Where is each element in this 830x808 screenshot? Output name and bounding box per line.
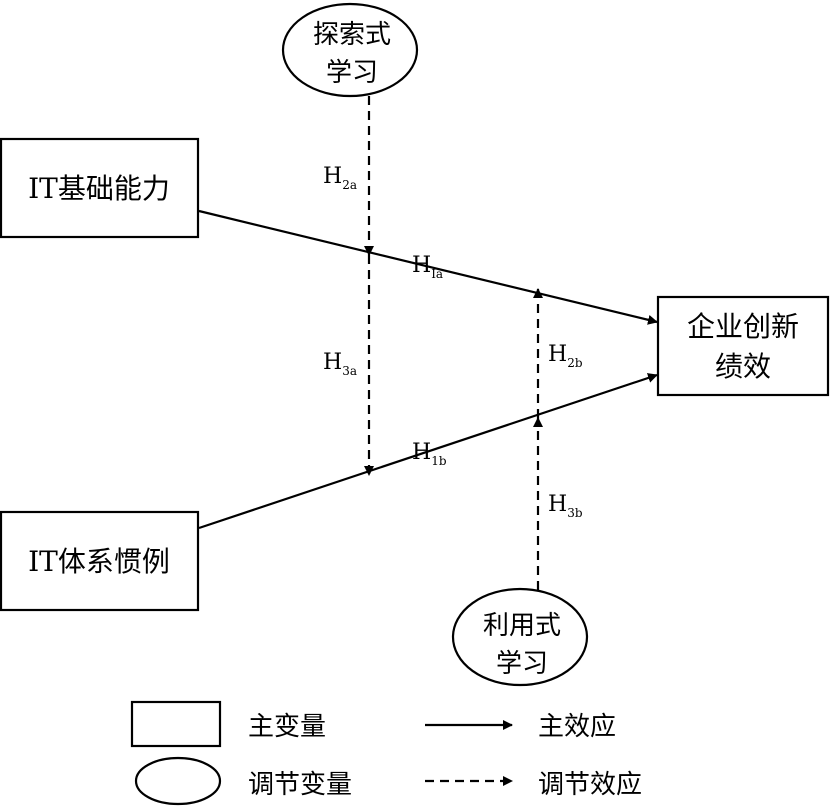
exploitative-learning-label-line1: 利用式: [483, 611, 561, 641]
legend-main-effect-label: 主效应: [538, 712, 616, 742]
legend-moderator-variable-label: 调节变量: [248, 770, 352, 800]
h2a-label: H2a: [323, 164, 357, 192]
exploitative-learning-ellipse: [451, 587, 589, 687]
exploitative-learning-label-line2: 学习: [496, 649, 548, 679]
it-routines-label: IT体系惯例: [28, 545, 170, 578]
h1a-main-effect-arrow: [198, 209, 658, 325]
h3b-label: H3b: [548, 492, 583, 520]
exploratory-learning-ellipse: [281, 2, 419, 98]
it-infrastructure-box: [0, 137, 200, 239]
legend-moderating-effect-label: 调节效应: [538, 770, 642, 800]
legend: 主变量 调节变量 主效应 调节效应: [130, 700, 642, 806]
exploratory-learning-label-line2: 学习: [326, 58, 378, 88]
exploratory-learning-label-line1: 探索式: [313, 20, 391, 50]
h1b-main-effect-arrow: [198, 373, 658, 530]
h1b-label: H1b: [412, 440, 447, 468]
it-infrastructure-label: IT基础能力: [28, 172, 170, 205]
innovation-performance-label-line1: 企业创新: [687, 310, 799, 343]
h1a-label: HIa: [412, 253, 443, 281]
it-routines-box: [0, 510, 200, 612]
h3a-label: H3a: [323, 350, 357, 378]
legend-moderator-swatch: [134, 756, 222, 806]
legend-main-variable-label: 主变量: [248, 712, 326, 742]
legend-main-variable-swatch: [130, 700, 222, 748]
innovation-performance-label-line2: 绩效: [715, 350, 771, 383]
h2b-label: H2b: [548, 342, 583, 370]
innovation-performance-box: [656, 295, 830, 397]
